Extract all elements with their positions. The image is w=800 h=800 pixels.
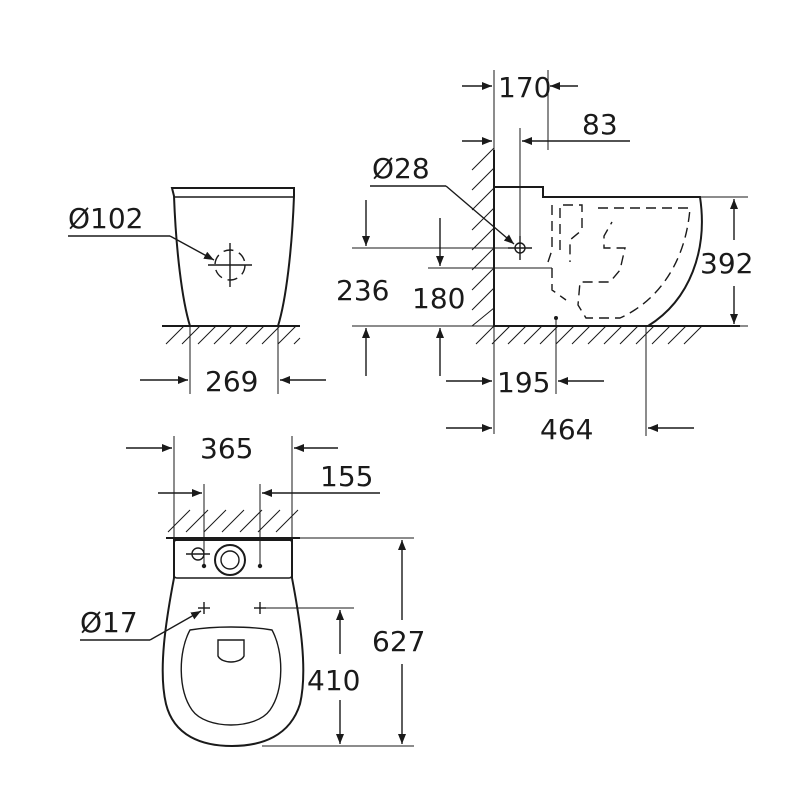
- top-fixing-holes: [198, 602, 266, 614]
- front-view: Ø102 269: [68, 187, 326, 398]
- side-wall: [471, 147, 495, 327]
- side-outlet-height-label: 180: [412, 282, 465, 315]
- top-flush-button: [214, 544, 246, 576]
- side-195-dimension: [446, 318, 604, 434]
- top-155-dimension: [158, 484, 380, 566]
- front-width-dimension: [140, 326, 326, 394]
- top-fixing-leader: [80, 610, 202, 641]
- side-180-dimension: [428, 218, 552, 376]
- front-width-label: 269: [205, 365, 258, 398]
- side-392-dimension: [700, 196, 748, 327]
- side-top-offset-label: 170: [498, 71, 551, 104]
- top-valve-symbol: [186, 547, 210, 561]
- top-fixing-distance-label: 410: [307, 664, 360, 697]
- side-floor: [475, 325, 740, 345]
- side-inlet-diameter-label: Ø28: [372, 152, 430, 185]
- front-outlet-diameter-label: Ø102: [68, 202, 143, 235]
- top-627-dimension: [300, 537, 414, 747]
- side-inlet-symbol: [508, 236, 532, 260]
- side-outlet-distance-label: 195: [497, 366, 550, 399]
- side-view: 170 83 Ø28 236 180: [336, 70, 753, 446]
- top-tank-outline: [173, 539, 293, 579]
- top-seat-outline: [180, 626, 282, 726]
- side-170-dimension: [462, 70, 578, 150]
- side-depth-label: 464: [540, 413, 593, 446]
- front-outlet-symbol: [208, 243, 252, 287]
- side-inlet-leader: [370, 185, 515, 245]
- side-height-label: 392: [700, 247, 753, 280]
- top-seat-bumper: [217, 639, 245, 663]
- top-length-label: 627: [372, 625, 425, 658]
- side-inlet-height-label: 236: [336, 274, 389, 307]
- side-trap-dashed: [547, 204, 691, 319]
- top-365-dimension: [126, 436, 338, 540]
- front-outlet-leader: [68, 235, 215, 261]
- side-464-dimension: [446, 326, 694, 436]
- side-83-dimension: [462, 128, 630, 236]
- front-floor: [162, 325, 301, 345]
- top-body-outline: [161, 539, 305, 748]
- top-wall: [166, 509, 300, 539]
- top-fixing-spacing-label: 155: [320, 460, 373, 493]
- top-width-label: 365: [200, 432, 253, 465]
- top-view: 365 155 Ø17 410 627: [80, 432, 425, 748]
- front-body-outline: [170, 187, 295, 327]
- side-inlet-offset-label: 83: [582, 108, 618, 141]
- side-236-dimension: [352, 200, 510, 376]
- top-fixing-hole-diameter-label: Ø17: [80, 606, 138, 639]
